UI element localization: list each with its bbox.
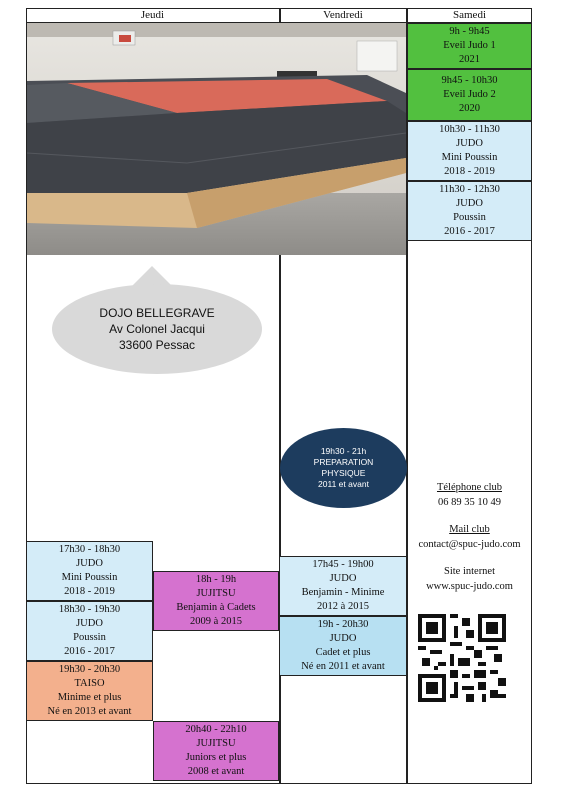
slot-detail: 2021 xyxy=(459,54,480,65)
header-jeudi: Jeudi xyxy=(140,9,165,21)
slot-detail: Né en 2013 et avant xyxy=(47,706,132,717)
header-samedi: Samedi xyxy=(453,9,486,21)
slot-group: Benjamin - Minime xyxy=(301,587,385,598)
address-line2: Av Colonel Jacqui xyxy=(109,322,205,336)
vendredi-slot-1: 17h45 - 19h00 JUDO Benjamin - Minime 201… xyxy=(279,556,407,616)
preparation-physique-badge: 19h30 - 21h PREPARATION PHYSIQUE 2011 et… xyxy=(280,428,407,508)
phone-number[interactable]: 06 89 35 10 49 xyxy=(438,497,501,508)
vendredi-slot-2: 19h - 20h30 JUDO Cadet et plus Né en 201… xyxy=(279,616,407,676)
slot-name: JUDO xyxy=(76,618,103,629)
prep-detail: 2011 et avant xyxy=(318,479,369,489)
slot-detail: 2012 à 2015 xyxy=(317,601,369,612)
slot-group: Mini Poussin xyxy=(61,572,118,583)
address-line3: 33600 Pessac xyxy=(118,338,196,352)
slot-name: Eveil Judo 1 xyxy=(443,40,496,51)
dojo-photo xyxy=(27,23,406,255)
jeudi-slot-1: 17h30 - 18h30 JUDO Mini Poussin 2018 - 2… xyxy=(26,541,153,601)
site-url[interactable]: www.spuc-judo.com xyxy=(426,581,513,592)
slot-name: JUDO xyxy=(76,558,103,569)
prep-name1: PREPARATION xyxy=(313,457,374,467)
slot-time: 17h45 - 19h00 xyxy=(312,559,374,570)
slot-name: JUJITSU xyxy=(196,738,236,749)
header-vendredi: Vendredi xyxy=(323,9,363,21)
prep-time: 19h30 - 21h xyxy=(320,446,367,456)
slot-group: Mini Poussin xyxy=(441,152,498,163)
slot-time: 19h - 20h30 xyxy=(317,619,369,630)
prep-name2: PHYSIQUE xyxy=(321,468,366,478)
divider-vendredi-samedi xyxy=(406,8,408,784)
slot-group: Poussin xyxy=(73,632,106,643)
slot-time: 10h30 - 11h30 xyxy=(439,124,500,135)
slot-time: 19h30 - 20h30 xyxy=(58,664,121,675)
slot-group: Minime et plus xyxy=(57,692,122,703)
slot-detail: 2016 - 2017 xyxy=(444,226,495,237)
slot-detail: 2018 - 2019 xyxy=(444,166,495,177)
address-bubble: DOJO BELLEGRAVE Av Colonel Jacqui 33600 … xyxy=(52,284,262,374)
jeudi-slot-3: 19h30 - 20h30 TAISO Minime et plus Né en… xyxy=(26,661,153,721)
slot-time: 9h45 - 10h30 xyxy=(441,75,498,86)
contact-block: Téléphone club 06 89 35 10 49 Mail club … xyxy=(407,480,532,594)
slot-name: JUDO xyxy=(456,198,483,209)
slot-time: 9h - 9h45 xyxy=(449,26,490,37)
slot-name: JUJITSU xyxy=(196,588,236,599)
slot-time: 17h30 - 18h30 xyxy=(58,544,121,555)
jeudi-slot-2: 18h30 - 19h30 JUDO Poussin 2016 - 2017 xyxy=(26,601,153,661)
slot-time: 20h40 - 22h10 xyxy=(185,724,247,735)
divider-jeudi-vendredi xyxy=(279,8,281,784)
phone-label: Téléphone club xyxy=(436,482,502,493)
jeudi-jujitsu-slot-1: 18h - 19h JUJITSU Benjamin à Cadets 2009… xyxy=(153,571,279,631)
slot-name: JUDO xyxy=(329,573,357,584)
samedi-slot-4: 11h30 - 12h30 JUDO Poussin 2016 - 2017 xyxy=(407,181,532,241)
slot-detail: 2020 xyxy=(459,103,480,114)
address-line1: DOJO BELLEGRAVE xyxy=(99,306,215,320)
slot-detail: 2009 à 2015 xyxy=(190,616,242,627)
samedi-slot-3: 10h30 - 11h30 JUDO Mini Poussin 2018 - 2… xyxy=(407,121,532,181)
slot-detail: Né en 2011 et avant xyxy=(301,661,385,672)
slot-time: 18h - 19h xyxy=(195,574,237,585)
slot-group: Cadet et plus xyxy=(315,647,371,658)
slot-group: Juniors et plus xyxy=(185,752,247,763)
mail-label: Mail club xyxy=(449,524,490,535)
site-label: Site internet xyxy=(443,566,496,577)
jeudi-jujitsu-slot-2: 20h40 - 22h10 JUJITSU Juniors et plus 20… xyxy=(153,721,279,781)
slot-name: JUDO xyxy=(456,138,483,149)
qr-code[interactable] xyxy=(418,614,506,702)
header-divider xyxy=(26,22,532,24)
slot-time: 18h30 - 19h30 xyxy=(58,604,121,615)
samedi-slot-2: 9h45 - 10h30 Eveil Judo 2 2020 xyxy=(407,69,532,121)
mail-address[interactable]: contact@spuc-judo.com xyxy=(418,539,521,550)
slot-detail: 2016 - 2017 xyxy=(64,646,115,657)
slot-time: 11h30 - 12h30 xyxy=(439,184,500,195)
slot-name: TAISO xyxy=(74,678,105,689)
slot-detail: 2008 et avant xyxy=(187,766,245,777)
slot-group: Poussin xyxy=(453,212,486,223)
slot-group: Benjamin à Cadets xyxy=(176,602,256,613)
slot-name: JUDO xyxy=(329,633,357,644)
slot-name: Eveil Judo 2 xyxy=(443,89,496,100)
address-bubble-tail xyxy=(130,266,174,288)
samedi-slot-1: 9h - 9h45 Eveil Judo 1 2021 xyxy=(407,23,532,69)
slot-detail: 2018 - 2019 xyxy=(64,586,115,597)
